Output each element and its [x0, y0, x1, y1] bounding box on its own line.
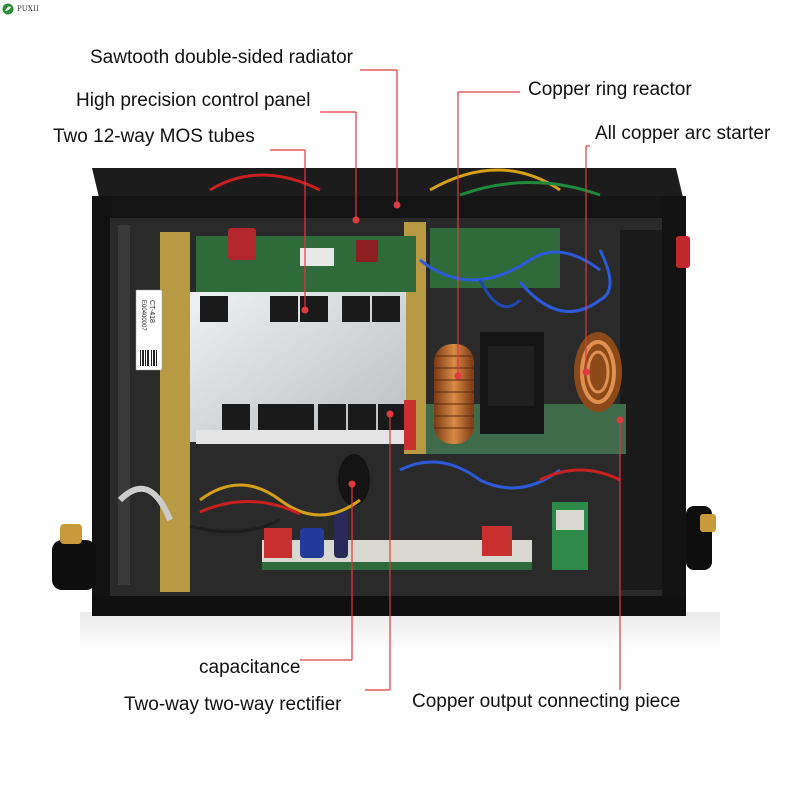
callout-mos-tubes: Two 12-way MOS tubes [53, 126, 255, 147]
brand-leaf-icon [2, 3, 14, 15]
callout-capacitance: capacitance [199, 657, 301, 678]
rear-panel [620, 230, 662, 590]
leader-lines [270, 69, 621, 691]
leader-dots [301, 201, 624, 488]
floor-reflection [80, 612, 720, 652]
callout-output-piece: Copper output connecting piece [412, 691, 681, 712]
wiring [117, 168, 621, 534]
red-sleeve [404, 400, 416, 450]
model-sticker: CT-418 E00400007 [135, 289, 163, 371]
toroid-reactor [434, 344, 474, 444]
driver-pcb [430, 228, 560, 288]
sticker-serial: E00400007 [140, 300, 146, 331]
brand-name: PUXII [17, 5, 39, 13]
rectifier-blocks [264, 526, 512, 558]
front-connectors [52, 506, 716, 590]
callout-arc-starter: All copper arc starter [595, 123, 771, 144]
mos-tube-row-top [200, 296, 400, 322]
power-switch [676, 236, 690, 268]
arc-starter-coil [574, 332, 622, 412]
sticker-model: CT-418 [148, 300, 155, 323]
brand-logo: PUXII [2, 2, 39, 16]
brass-bracket-left [160, 232, 190, 592]
callout-control-panel: High precision control panel [76, 90, 311, 111]
callout-reactor: Copper ring reactor [528, 79, 692, 100]
callout-radiator: Sawtooth double-sided radiator [90, 47, 354, 68]
callout-rectifier: Two-way two-way rectifier [124, 694, 342, 715]
mos-tube-row-bottom [222, 404, 406, 430]
capacitor-group [300, 454, 370, 558]
